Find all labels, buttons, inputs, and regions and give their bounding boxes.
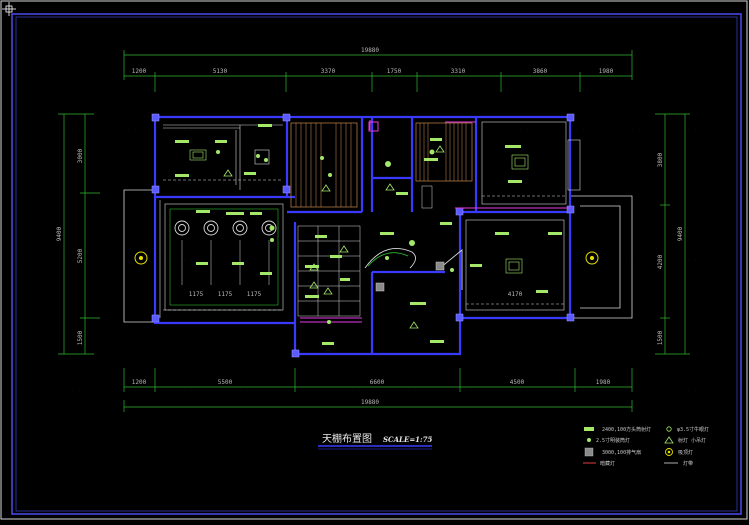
legend: 2400,100方头筒射灯 2.5寸明装筒灯 3000,100排气扇 暗藏灯 φ…	[583, 426, 709, 467]
wall-posts	[151, 113, 575, 358]
balcony-outlines	[123, 189, 633, 323]
top-total-dim: 19880	[361, 47, 379, 54]
left-total-dim: 9400	[56, 226, 63, 241]
legend-item-6: 射灯 小吊灯	[664, 436, 706, 444]
triangle-icon	[664, 436, 674, 444]
drawing-title: 天棚布置图	[322, 432, 372, 445]
yellow-circle-icon	[666, 426, 672, 432]
svg-text:4170: 4170	[508, 291, 523, 298]
right-dim-1: 3800	[657, 152, 664, 167]
left-dim-1: 3000	[77, 148, 84, 163]
light-strips	[163, 179, 566, 311]
top-dim-6: 3860	[533, 68, 548, 75]
ceiling-lamp-icons	[134, 251, 599, 265]
svg-text:φ3.5寸牛眼灯: φ3.5寸牛眼灯	[677, 426, 709, 433]
top-dim-3: 3370	[321, 68, 336, 75]
svg-text:2.5寸明装筒灯: 2.5寸明装筒灯	[596, 437, 630, 444]
right-total-dim: 9400	[677, 226, 684, 241]
legend-item-3: 3000,100排气扇	[584, 447, 641, 457]
bottom-dim-5: 1980	[596, 379, 611, 386]
legend-item-8: 灯带	[664, 460, 693, 467]
top-dim-4: 1750	[387, 68, 402, 75]
bottom-dim-1: 1200	[132, 379, 147, 386]
exhaust-fan-icons	[375, 261, 445, 292]
fixture-triangle-lights	[223, 145, 445, 329]
bedroom-right-details	[465, 121, 581, 311]
svg-text:吸顶灯: 吸顶灯	[678, 449, 693, 456]
top-dim-1: 1200	[132, 68, 147, 75]
curved-ceiling-feature	[364, 248, 463, 290]
bottom-dim-2: 5500	[218, 379, 233, 386]
top-dim-2: 5130	[213, 68, 228, 75]
bottom-dim-3: 6600	[370, 379, 385, 386]
green-rect-icon	[584, 427, 594, 431]
room-width-labels: 1175 1175 1175 4170	[189, 291, 523, 298]
svg-text:灯带: 灯带	[683, 460, 693, 467]
chandelier-fixtures	[174, 220, 277, 236]
right-dim-3: 1500	[657, 330, 664, 345]
svg-text:1175: 1175	[247, 291, 262, 298]
dimension-labels: 19880 1200 5130 3370 1750 3310 3860 1980…	[56, 47, 684, 406]
grey-square-icon	[584, 447, 594, 457]
kitchen-grid	[297, 185, 433, 317]
fixture-dot-lights	[216, 149, 454, 324]
pendant-drops	[181, 240, 270, 285]
svg-text:1175: 1175	[218, 291, 233, 298]
legend-item-7: 吸顶灯	[665, 448, 693, 456]
fixture-rect-lights	[175, 124, 562, 345]
legend-item-4: 暗藏灯	[583, 460, 615, 467]
bottom-dim-4: 4500	[510, 379, 525, 386]
right-dim-2: 4200	[657, 254, 664, 269]
svg-text:1175: 1175	[189, 291, 204, 298]
drawing-scale: SCALE=1:75	[383, 435, 433, 444]
wood-ceiling-room-1	[290, 122, 358, 208]
dimension-lines	[58, 50, 690, 412]
svg-text:暗藏灯: 暗藏灯	[600, 460, 615, 467]
living-room-ceiling	[159, 200, 284, 318]
drawing-inner-frame	[15, 16, 738, 512]
legend-item-2: 2.5寸明装筒灯	[587, 437, 630, 444]
svg-text:2400,100方头筒射灯: 2400,100方头筒射灯	[602, 426, 651, 433]
legend-item-5: φ3.5寸牛眼灯	[666, 426, 709, 433]
drawing-title-block: 天棚布置图 SCALE=1:75	[318, 432, 433, 450]
svg-text:射灯 小吊灯: 射灯 小吊灯	[678, 437, 706, 444]
accent-beams	[300, 120, 570, 323]
top-dim-7: 1980	[599, 68, 614, 75]
drawing-frame	[11, 13, 742, 515]
bottom-total-dim: 19880	[361, 399, 379, 406]
green-dot-icon	[587, 438, 591, 442]
svg-text:3000,100排气扇: 3000,100排气扇	[602, 449, 641, 456]
top-dim-5: 3310	[451, 68, 466, 75]
legend-item-1: 2400,100方头筒射灯	[584, 426, 651, 433]
wood-ceiling-room-2	[415, 122, 473, 182]
ucs-crosshair-icon[interactable]	[2, 2, 16, 16]
left-dim-2: 5200	[77, 248, 84, 263]
chandelier-icon	[665, 448, 673, 456]
left-dim-3: 1500	[77, 330, 84, 345]
